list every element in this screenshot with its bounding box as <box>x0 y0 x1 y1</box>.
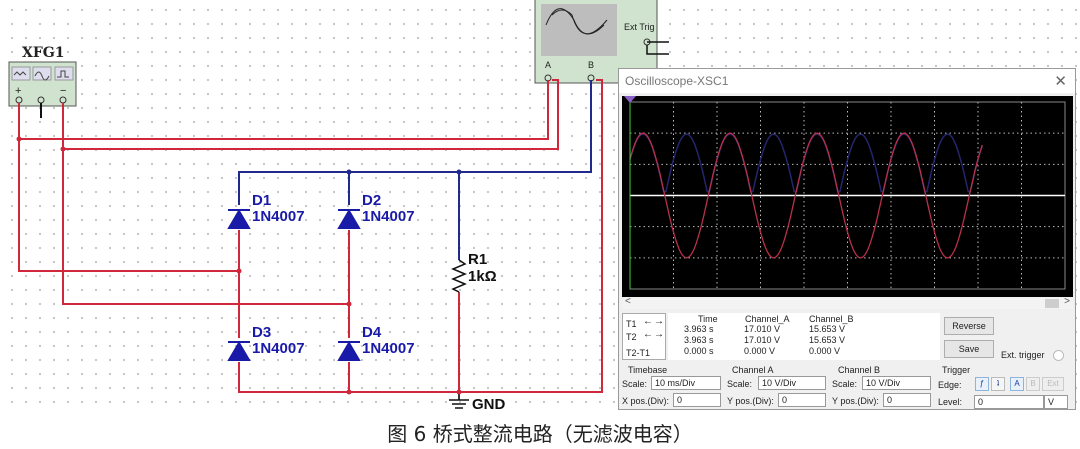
diode-d2[interactable] <box>337 209 361 229</box>
ext-trigger-radio[interactable] <box>1053 350 1064 361</box>
reverse-button[interactable]: Reverse <box>944 317 994 335</box>
level-label: Level: <box>938 397 963 407</box>
x-pos-input[interactable]: 0 <box>673 393 721 407</box>
d3-ref: D3 <box>252 324 272 341</box>
diode-d3[interactable] <box>227 341 251 361</box>
ext-trigger-label: Ext. trigger <box>1001 350 1045 360</box>
cursor-t1-handle <box>624 96 636 103</box>
ext-trig-label: Ext Trig <box>624 22 655 32</box>
gnd-label: GND <box>472 396 506 413</box>
window-title-bar[interactable]: Oscilloscope-XSC1 ✕ <box>619 69 1075 93</box>
t2-left-arrow-icon[interactable]: ← <box>643 329 653 340</box>
x-pos-label: X pos.(Div): <box>622 396 670 406</box>
header-time: Time <box>698 314 718 324</box>
channel-b-title: Channel B <box>838 365 881 375</box>
dt-channel-a: 0.000 V <box>744 346 776 356</box>
channel-a-terminal-label: A <box>545 60 552 70</box>
t1-channel-a: 17.010 V <box>744 324 781 334</box>
d2-model: 1N4007 <box>362 208 415 225</box>
figure-caption: 图 6 桥式整流电路（无滤波电容） <box>387 422 693 446</box>
trigger-source-a-button[interactable]: A <box>1010 377 1024 391</box>
d4-ref: D4 <box>362 324 382 341</box>
channel-b-terminal-label: B <box>588 60 595 70</box>
timebase-scale-label: Scale: <box>622 379 648 389</box>
close-icon[interactable]: ✕ <box>1054 73 1067 90</box>
d1-model: 1N4007 <box>252 208 305 225</box>
resistor-r1[interactable] <box>451 259 467 293</box>
cursor-controls <box>622 313 666 360</box>
header-channel-a: Channel_A <box>745 314 790 324</box>
timebase-title: Timebase <box>628 365 668 375</box>
t2-channel-b: 15.653 V <box>809 335 846 345</box>
horizontal-scrollbar[interactable]: <> <box>622 296 1073 309</box>
d1-ref: D1 <box>252 192 272 209</box>
channel-b-ypos-label: Y pos.(Div): <box>832 396 879 406</box>
header-channel-b: Channel_B <box>809 314 854 324</box>
edge-label: Edge: <box>938 380 962 390</box>
channel-b-ypos-input[interactable]: 0 <box>883 393 931 407</box>
channel-a-ypos-input[interactable]: 0 <box>778 393 826 407</box>
t1-left-arrow-icon[interactable]: ← <box>643 316 653 327</box>
channel-a-scale-input[interactable]: 10 V/Div <box>758 376 826 390</box>
ground-icon <box>449 399 469 409</box>
triangle-wave-icon <box>32 66 52 81</box>
cursor-readout: Time Channel_A Channel_B 3.963 s 17.010 … <box>668 313 940 360</box>
t2-t1-label: T2-T1 <box>626 348 651 358</box>
t2-channel-a: 17.010 V <box>744 335 781 345</box>
channel-b-scale-input[interactable]: 10 V/Div <box>862 376 931 390</box>
save-button[interactable]: Save <box>944 340 994 358</box>
channel-a-title: Channel A <box>732 365 774 375</box>
trigger-title: Trigger <box>942 365 971 375</box>
window-title: Oscilloscope-XSC1 <box>625 74 729 88</box>
scope-plot <box>624 96 1066 290</box>
dt-time: 0.000 s <box>684 346 714 356</box>
oscilloscope-window: Oscilloscope-XSC1 ✕ <> T1 ← → T2 ← → T2-… <box>618 68 1076 410</box>
trigger-level-unit[interactable]: V <box>1044 395 1068 409</box>
generator-label: XFG1 <box>22 45 65 61</box>
d2-ref: D2 <box>362 192 382 209</box>
minus-terminal-label: − <box>60 85 67 97</box>
falling-edge-button[interactable]: ʇ <box>991 377 1005 391</box>
d3-model: 1N4007 <box>252 340 305 357</box>
trigger-level-input[interactable]: 0 <box>974 395 1044 409</box>
r1-value: 1kΩ <box>468 268 497 285</box>
trigger-source-ext-button[interactable]: Ext <box>1042 377 1064 391</box>
t2-time: 3.963 s <box>684 335 714 345</box>
timebase-scale-input[interactable]: 10 ms/Div <box>651 376 721 390</box>
channel-a-trace <box>629 132 983 259</box>
r1-ref: R1 <box>468 251 488 268</box>
t1-label: T1 <box>626 319 637 329</box>
channel-a-scale-label: Scale: <box>727 379 753 389</box>
diode-d1[interactable] <box>227 209 251 229</box>
channel-b-scale-label: Scale: <box>832 379 858 389</box>
t1-right-arrow-icon[interactable]: → <box>654 316 664 327</box>
d4-model: 1N4007 <box>362 340 415 357</box>
scope-display[interactable] <box>622 96 1073 297</box>
square-wave-icon <box>54 66 74 81</box>
t1-channel-b: 15.653 V <box>809 324 846 334</box>
rising-edge-button[interactable]: ƒ <box>975 377 989 391</box>
diode-d4[interactable] <box>337 341 361 361</box>
trigger-source-b-button[interactable]: B <box>1026 377 1040 391</box>
dt-channel-b: 0.000 V <box>809 346 841 356</box>
t2-label: T2 <box>626 332 637 342</box>
channel-a-ypos-label: Y pos.(Div): <box>727 396 774 406</box>
plus-terminal-label: + <box>15 85 22 97</box>
channel-b-trace <box>629 133 984 193</box>
t2-right-arrow-icon[interactable]: → <box>654 329 664 340</box>
t1-time: 3.963 s <box>684 324 714 334</box>
